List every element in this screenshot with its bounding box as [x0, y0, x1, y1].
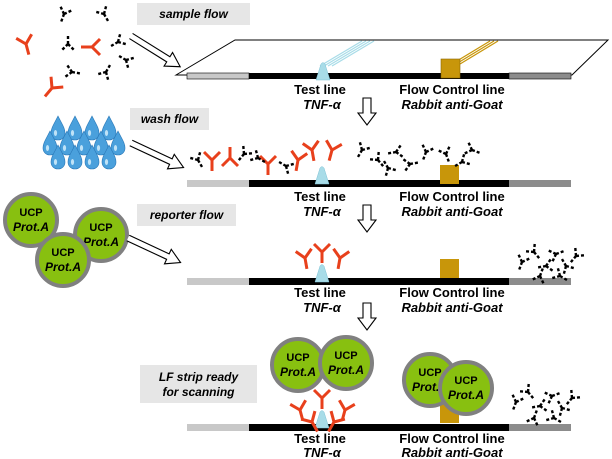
svg-text:Rabbit anti-Goat: Rabbit anti-Goat — [401, 300, 503, 315]
svg-text:TNF-α: TNF-α — [303, 445, 342, 459]
ready-label-line1: LF strip ready — [159, 370, 240, 384]
ready-box: LF strip ready for scanning — [140, 365, 257, 403]
strip1-labels: Test line TNF-α Flow Control line Rabbit… — [294, 82, 505, 112]
ready-label-line2: for scanning — [162, 385, 235, 399]
reporter-arrow — [124, 230, 185, 271]
control-line-target: Rabbit anti-Goat — [401, 97, 503, 112]
control-line-label: Flow Control line — [399, 82, 504, 97]
svg-text:Flow Control line: Flow Control line — [399, 431, 504, 446]
svg-text:Rabbit anti-Goat: Rabbit anti-Goat — [401, 204, 503, 219]
svg-text:Prot.A: Prot.A — [45, 260, 81, 274]
ucp-bound-test: UCP Prot.A UCP Prot.A — [270, 335, 374, 393]
svg-text:Rabbit anti-Goat: Rabbit anti-Goat — [401, 445, 503, 459]
sample-flow-box: sample flow — [137, 3, 250, 25]
svg-text:Prot.A: Prot.A — [328, 363, 364, 377]
strip2-labels: Test line TNF-α Flow Control line Rabbit… — [294, 189, 505, 219]
strip4-labels: Test line TNF-α Flow Control line Rabbit… — [294, 431, 505, 459]
svg-text:Prot.A: Prot.A — [83, 235, 119, 249]
svg-text:TNF-α: TNF-α — [303, 204, 342, 219]
wash-flow-label: wash flow — [141, 112, 199, 126]
reporter-flow-label: reporter flow — [150, 208, 224, 222]
ucp-particle: UCP Prot.A — [3, 192, 59, 248]
ucp-particle-group: UCP Prot.A UCP Prot.A UCP Prot.A — [3, 192, 129, 288]
ucp-bound-control: UCP Prot.A UCP Prot.A — [402, 352, 494, 416]
svg-text:Prot.A: Prot.A — [280, 365, 316, 379]
strip-2 — [187, 165, 571, 187]
svg-text:TNF-α: TNF-α — [303, 300, 342, 315]
test-line-target: TNF-α — [303, 97, 342, 112]
svg-text:UCP: UCP — [334, 350, 357, 362]
water-drops — [42, 115, 126, 170]
wash-molecules — [187, 138, 485, 179]
waste-antibodies-4 — [505, 380, 584, 430]
strip-3d — [174, 39, 610, 81]
strip3-labels: Test line TNF-α Flow Control line Rabbit… — [294, 285, 505, 315]
down-arrow-3 — [357, 302, 377, 331]
wash-arrow — [127, 135, 188, 176]
sample-flow-label: sample flow — [159, 7, 228, 21]
wash-flow-box: wash flow — [130, 108, 209, 130]
ucp-particle: UCP Prot.A — [35, 232, 91, 288]
svg-text:UCP: UCP — [51, 247, 74, 259]
sample-arrow — [126, 28, 185, 75]
svg-text:Flow Control line: Flow Control line — [399, 189, 504, 204]
ucp-particle: UCP Prot.A — [318, 335, 374, 391]
svg-text:UCP: UCP — [286, 352, 309, 364]
ucp-particle: UCP Prot.A — [270, 337, 326, 393]
svg-text:Flow Control line: Flow Control line — [399, 285, 504, 300]
svg-text:UCP: UCP — [89, 222, 112, 234]
down-arrow-1 — [357, 97, 377, 126]
svg-text:Test line: Test line — [294, 189, 346, 204]
svg-text:UCP: UCP — [19, 207, 42, 219]
ucp-particle: UCP Prot.A — [438, 360, 494, 416]
sample-molecules — [14, 3, 137, 104]
reporter-flow-box: reporter flow — [137, 204, 236, 226]
svg-text:UCP: UCP — [454, 375, 477, 387]
svg-text:UCP: UCP — [418, 367, 441, 379]
svg-text:Prot.A: Prot.A — [13, 220, 49, 234]
down-arrow-2 — [357, 204, 377, 233]
test-line-label: Test line — [294, 82, 346, 97]
svg-text:Test line: Test line — [294, 431, 346, 446]
svg-text:Test line: Test line — [294, 285, 346, 300]
strip-3 — [187, 259, 571, 285]
svg-text:Prot.A: Prot.A — [448, 388, 484, 402]
